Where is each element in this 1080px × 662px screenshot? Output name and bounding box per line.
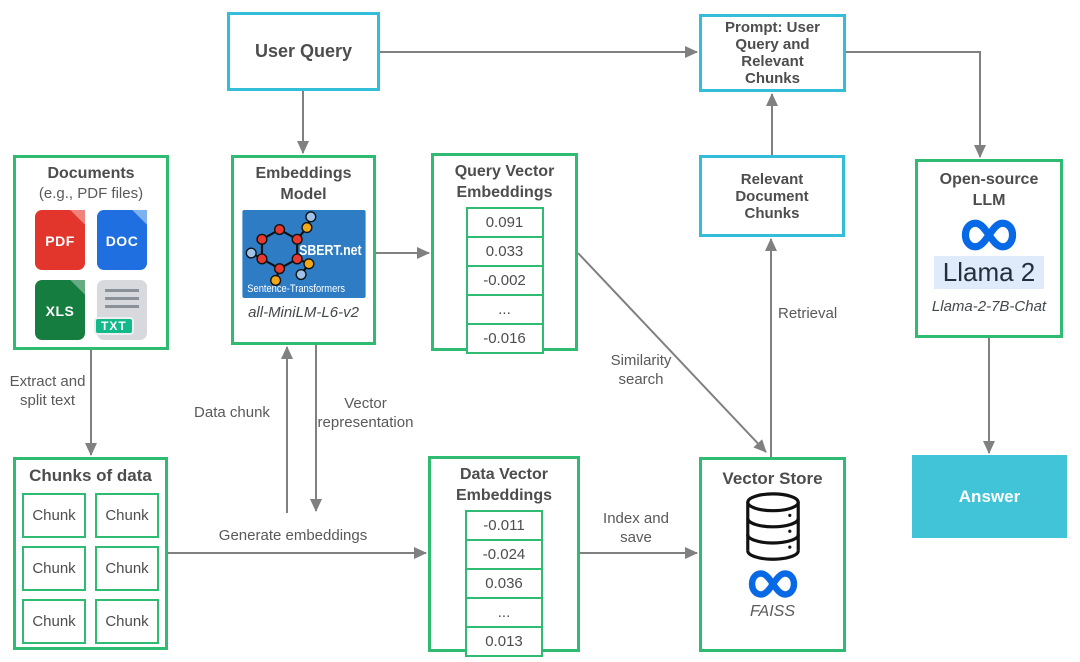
pdf-label: PDF <box>45 232 75 249</box>
node-prompt: Prompt: User Query and Relevant Chunks <box>699 14 846 92</box>
node-query-vector-embeddings: Query Vector Embeddings 0.091 0.033 -0.0… <box>431 153 578 354</box>
edge-label-retrieval: Retrieval <box>778 305 838 322</box>
pdf-file-icon: PDF <box>35 209 85 270</box>
relevant-chunks-label: Relevant Document Chunks <box>735 170 809 222</box>
xls-label: XLS <box>45 302 75 319</box>
chunk-cell: Chunk <box>95 546 159 592</box>
arrow-prompt-to-llm <box>846 51 986 158</box>
node-vector-store: Vector Store FAISS <box>699 457 846 652</box>
vector-cell: -0.002 <box>465 264 544 296</box>
vector-cell: -0.024 <box>465 538 543 570</box>
vector-cell: -0.011 <box>465 509 543 541</box>
doc-fold-corner <box>132 209 147 225</box>
chunk-cell: Chunk <box>22 493 86 539</box>
database-icon <box>745 492 800 561</box>
meta-logo-icon <box>748 570 797 598</box>
edge-label-generate-embeddings: Generate embeddings <box>218 527 368 544</box>
pdf-fold-corner <box>70 209 85 225</box>
txt-file-icon: TXT <box>94 279 147 340</box>
vector-cell: ... <box>465 293 544 325</box>
vector-cell: -0.016 <box>465 322 544 354</box>
vector-cell: 0.091 <box>465 206 544 238</box>
llama2-product-name: Llama 2 <box>933 255 1045 290</box>
node-documents: Documents (e.g., PDF files) PDF DOC XLS … <box>13 155 169 350</box>
sbert-logo-subtext: Sentence-Transformers <box>247 283 345 295</box>
txt-label: TXT <box>94 316 134 335</box>
answer-label: Answer <box>958 486 1021 506</box>
edge-label-similarity-search: Similarity search <box>610 352 672 388</box>
llm-title: Open-source LLM <box>939 171 1039 209</box>
node-embeddings-model: Embeddings Model SBERT.net Sentence-Tran… <box>231 155 376 345</box>
user-query-label: User Query <box>254 41 353 61</box>
arrow-similarity-search <box>577 252 767 453</box>
chunk-cell: Chunk <box>95 599 159 645</box>
node-data-vector-embeddings: Data Vector Embeddings -0.011 -0.024 0.0… <box>428 456 580 657</box>
embeddings-model-title: Embeddings Model <box>255 165 352 203</box>
node-open-source-llm: Open-source LLM Llama 2 Llama-2-7B-Chat <box>915 159 1063 338</box>
chunk-cell: Chunk <box>22 599 86 645</box>
sbert-logo-text: SBERT.net <box>299 242 362 259</box>
documents-title: Documents <box>47 165 135 182</box>
vector-cell: 0.036 <box>465 567 543 599</box>
edge-label-index-save: Index and save <box>603 510 669 546</box>
node-user-query: User Query <box>227 12 380 91</box>
xls-fold-corner <box>70 279 85 295</box>
vector-store-title: Vector Store <box>722 469 823 488</box>
llm-model-name: Llama-2-7B-Chat <box>931 298 1047 316</box>
meta-logo-icon <box>961 219 1017 250</box>
chunk-grid: Chunk Chunk Chunk Chunk Chunk Chunk <box>22 493 159 645</box>
node-relevant-document-chunks: Relevant Document Chunks <box>699 155 845 237</box>
vector-cell: 0.013 <box>465 625 543 657</box>
doc-label: DOC <box>105 232 139 249</box>
edge-label-data-chunk: Data chunk <box>194 404 270 421</box>
txt-text-lines <box>105 288 139 313</box>
documents-subtitle: (e.g., PDF files) <box>38 184 144 202</box>
sbert-logo: SBERT.net Sentence-Transformers <box>241 209 366 298</box>
doc-file-icon: DOC <box>97 209 147 270</box>
vector-store-engine: FAISS <box>749 603 796 621</box>
xls-file-icon: XLS <box>35 279 85 340</box>
chunks-title: Chunks of data <box>29 466 152 485</box>
query-vector-title: Query Vector Embeddings <box>454 163 555 201</box>
chunk-cell: Chunk <box>22 546 86 592</box>
data-vector-cells: -0.011 -0.024 0.036 ... 0.013 <box>465 509 543 657</box>
query-vector-cells: 0.091 0.033 -0.002 ... -0.016 <box>465 206 544 354</box>
vector-cell: 0.033 <box>465 235 544 267</box>
molecule-atoms <box>245 210 316 286</box>
data-vector-title: Data Vector Embeddings <box>455 466 552 504</box>
embeddings-model-name: all-MiniLM-L6-v2 <box>248 303 359 321</box>
node-chunks-of-data: Chunks of data Chunk Chunk Chunk Chunk C… <box>13 457 168 650</box>
file-icon-grid: PDF DOC XLS TXT <box>35 209 147 340</box>
edge-label-vector-representation: Vector representation <box>317 395 414 431</box>
prompt-label: Prompt: User Query and Relevant Chunks <box>724 19 821 87</box>
chunk-cell: Chunk <box>95 493 159 539</box>
vector-cell: ... <box>465 596 543 628</box>
edge-label-extract-split: Extract and split text <box>9 373 86 409</box>
node-answer: Answer <box>912 455 1067 538</box>
